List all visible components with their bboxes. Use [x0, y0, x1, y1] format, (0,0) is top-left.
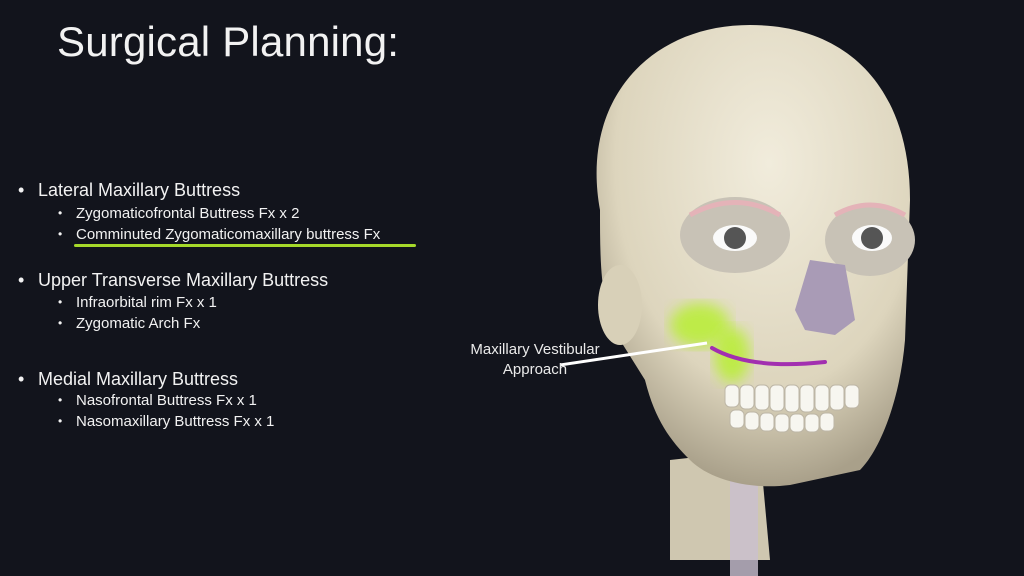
list-item: Nasomaxillary Buttress Fx x 1	[58, 413, 274, 430]
annotation-line2: Approach	[502, 361, 568, 378]
section-heading: Lateral Maxillary Buttress	[18, 180, 240, 201]
list-item: Infraorbital rim Fx x 1	[58, 294, 217, 311]
incision-line	[710, 346, 827, 367]
annotation-label: Maxillary Vestibular Approach	[440, 340, 630, 380]
slide-title: Surgical Planning:	[57, 18, 400, 65]
list-item: Nasofrontal Buttress Fx x 1	[58, 392, 257, 409]
list-item: Zygomatic Arch Fx	[58, 315, 200, 332]
section-heading: Medial Maxillary Buttress	[18, 369, 238, 390]
section-heading: Upper Transverse Maxillary Buttress	[18, 270, 328, 291]
list-item: Comminuted Zygomaticomaxillary buttress …	[58, 226, 380, 243]
annotation-pointer	[560, 341, 708, 367]
skull-illustration	[560, 25, 915, 576]
list-item: Zygomaticofrontal Buttress Fx x 2	[58, 205, 299, 222]
annotation-line1: Maxillary Vestibular	[470, 341, 600, 358]
highlight-underline	[74, 244, 416, 247]
